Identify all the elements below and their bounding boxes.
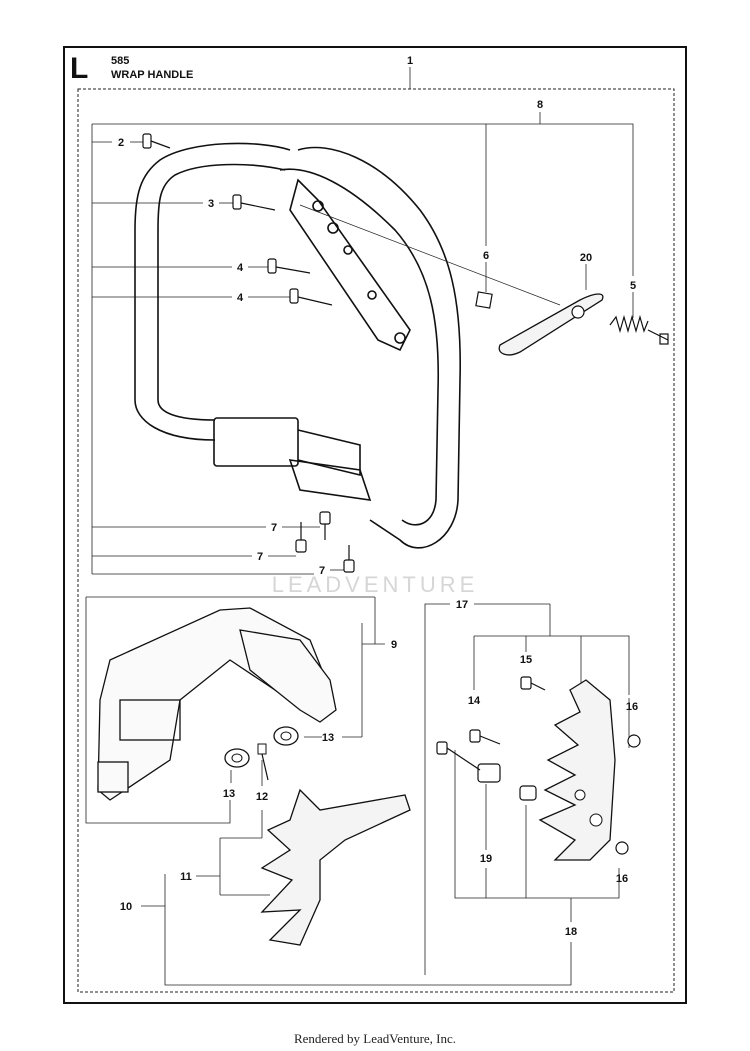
screw-drawings xyxy=(142,133,355,573)
callout-6: 6 xyxy=(483,250,489,262)
spring-drawing xyxy=(609,314,669,345)
callout-13b: 13 xyxy=(223,788,235,800)
callout-7b: 7 xyxy=(257,551,263,563)
callout-16a: 16 xyxy=(626,701,638,713)
footer-credit: Rendered by LeadVenture, Inc. xyxy=(293,1031,457,1046)
callout-1: 1 xyxy=(407,55,413,67)
callout-17: 17 xyxy=(456,599,468,611)
watermark-text: LEADVENTURE xyxy=(272,572,479,597)
wrap-handle-drawing xyxy=(134,142,462,549)
callout-13a: 13 xyxy=(322,732,334,744)
callout-4a: 4 xyxy=(237,262,244,274)
callout-8: 8 xyxy=(537,99,543,111)
callout-11: 11 xyxy=(180,871,192,883)
callout-7c: 7 xyxy=(319,565,325,577)
assembly-boundary xyxy=(77,88,675,993)
callout-3: 3 xyxy=(208,198,214,210)
callout-5: 5 xyxy=(630,280,636,292)
nut-13-upper xyxy=(273,726,299,746)
callout-16b: 16 xyxy=(616,873,628,885)
leader-lines xyxy=(85,67,634,986)
diagram-title: WRAP HANDLE xyxy=(111,69,194,81)
callout-2: 2 xyxy=(118,137,124,149)
nut-drawing xyxy=(475,291,493,309)
callout-10: 10 xyxy=(120,901,132,913)
bolt-12 xyxy=(257,743,267,755)
callout-labels: 1 2 3 4 4 5 6 7 7 7 8 9 10 11 12 13 13 1… xyxy=(118,55,638,938)
callout-20: 20 xyxy=(580,252,592,264)
callout-4b: 4 xyxy=(237,292,244,304)
callout-12: 12 xyxy=(256,791,268,803)
housing-drawing xyxy=(97,607,337,801)
lever-drawing xyxy=(498,293,604,356)
model-number: 585 xyxy=(111,55,130,67)
diagram-frame xyxy=(63,46,687,1004)
callout-18: 18 xyxy=(565,926,577,938)
callout-14: 14 xyxy=(468,695,481,707)
callout-9: 9 xyxy=(391,639,397,651)
fasteners-right xyxy=(436,676,641,855)
nut-13-lower xyxy=(224,748,250,768)
callout-19: 19 xyxy=(480,853,492,865)
section-letter: L xyxy=(70,52,89,85)
bumper-spike-right xyxy=(538,679,616,861)
callout-15: 15 xyxy=(520,654,532,666)
callout-7a: 7 xyxy=(271,522,277,534)
bumper-spike-left xyxy=(260,788,411,946)
